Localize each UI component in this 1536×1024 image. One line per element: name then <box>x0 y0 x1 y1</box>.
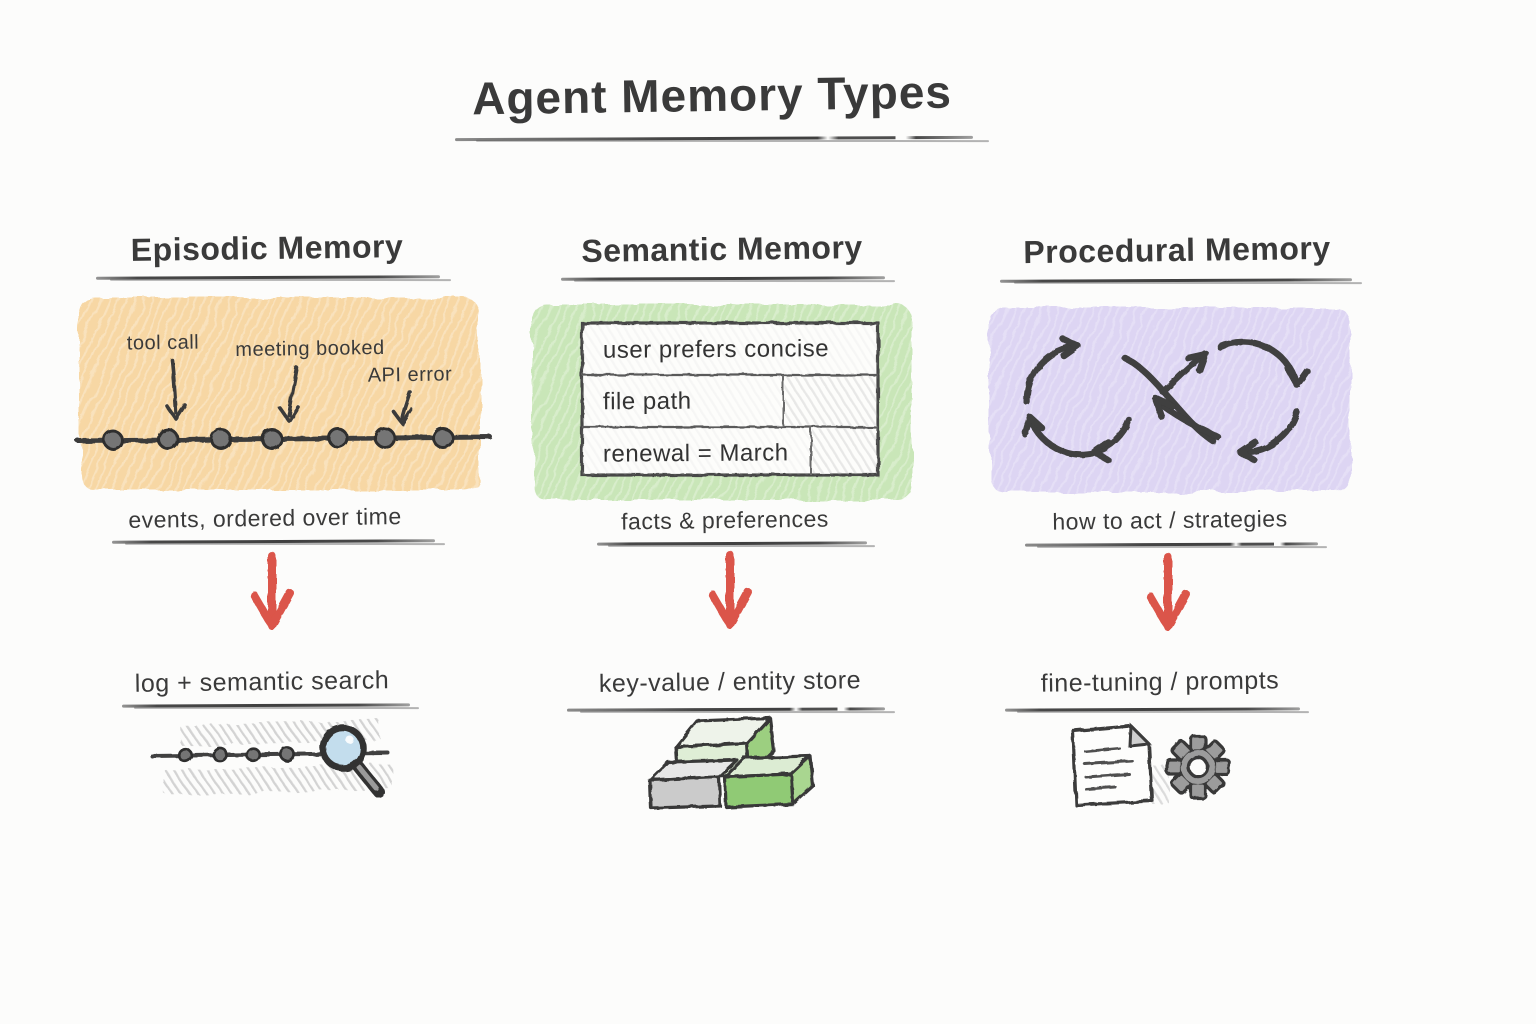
procedural-heading-underline <box>999 278 1353 283</box>
semantic-red-arrow <box>708 551 752 629</box>
annotation-arrow-tool-call <box>170 358 178 415</box>
table-row-2: file path <box>602 387 692 416</box>
timeline-search-icon <box>150 719 394 798</box>
semantic-caption-underline <box>596 541 868 546</box>
brick-right <box>723 754 815 809</box>
red-arrow-head <box>1146 590 1190 631</box>
gear-icon <box>1165 734 1231 800</box>
table-row-3: renewal = March <box>602 439 789 468</box>
document-gear-icon <box>1071 722 1231 807</box>
annotation-arrow-meeting-booked <box>287 366 299 417</box>
procedural-loop-graphic <box>990 308 1350 492</box>
timeline-dots <box>102 427 454 451</box>
event-timeline <box>75 358 493 444</box>
title-underline <box>454 135 974 142</box>
procedural-storage-underline <box>1004 707 1301 712</box>
semantic-table-graphic <box>533 305 912 500</box>
episodic-red-arrow <box>250 552 294 630</box>
pencil-shading <box>1151 765 1169 803</box>
episodic-storage-label: log + semantic search <box>134 666 390 698</box>
annotation-tool-call: tool call <box>126 331 200 355</box>
red-arrow-head <box>250 589 294 630</box>
semantic-heading-underline <box>560 276 886 281</box>
fact-table <box>580 321 880 477</box>
procedural-red-arrow <box>1146 553 1190 631</box>
procedural-caption-underline <box>1024 542 1319 547</box>
magnifier-icon <box>319 724 385 798</box>
procedural-heading: Procedural Memory <box>1023 229 1331 271</box>
episodic-timeline-graphic <box>75 298 493 490</box>
episodic-caption: events, ordered over time <box>128 503 402 533</box>
episodic-caption-underline <box>111 539 436 544</box>
episodic-heading: Episodic Memory <box>130 228 404 268</box>
document-icon <box>1071 722 1154 807</box>
annotation-arrow-api-error <box>400 390 412 420</box>
infinity-loop-icon <box>1021 335 1311 464</box>
brick-left <box>648 758 739 810</box>
episodic-heading-underline <box>95 275 441 280</box>
episodic-storage-underline <box>121 703 411 708</box>
annotation-api-error: API error <box>367 363 453 387</box>
annotation-meeting-booked: meeting booked <box>235 336 385 362</box>
red-arrow-head <box>708 588 752 629</box>
page-title: Agent Memory Types <box>471 65 953 125</box>
table-row-1: user prefers concise <box>602 335 830 364</box>
episodic-highlight <box>80 298 480 490</box>
semantic-caption: facts & preferences <box>620 505 829 535</box>
semantic-storage-label: key-value / entity store <box>598 666 862 698</box>
procedural-caption: how to act / strategies <box>1052 505 1288 535</box>
bricks-icon <box>648 716 815 810</box>
semantic-heading: Semantic Memory <box>581 229 863 269</box>
procedural-storage-label: fine-tuning / prompts <box>1040 666 1280 698</box>
